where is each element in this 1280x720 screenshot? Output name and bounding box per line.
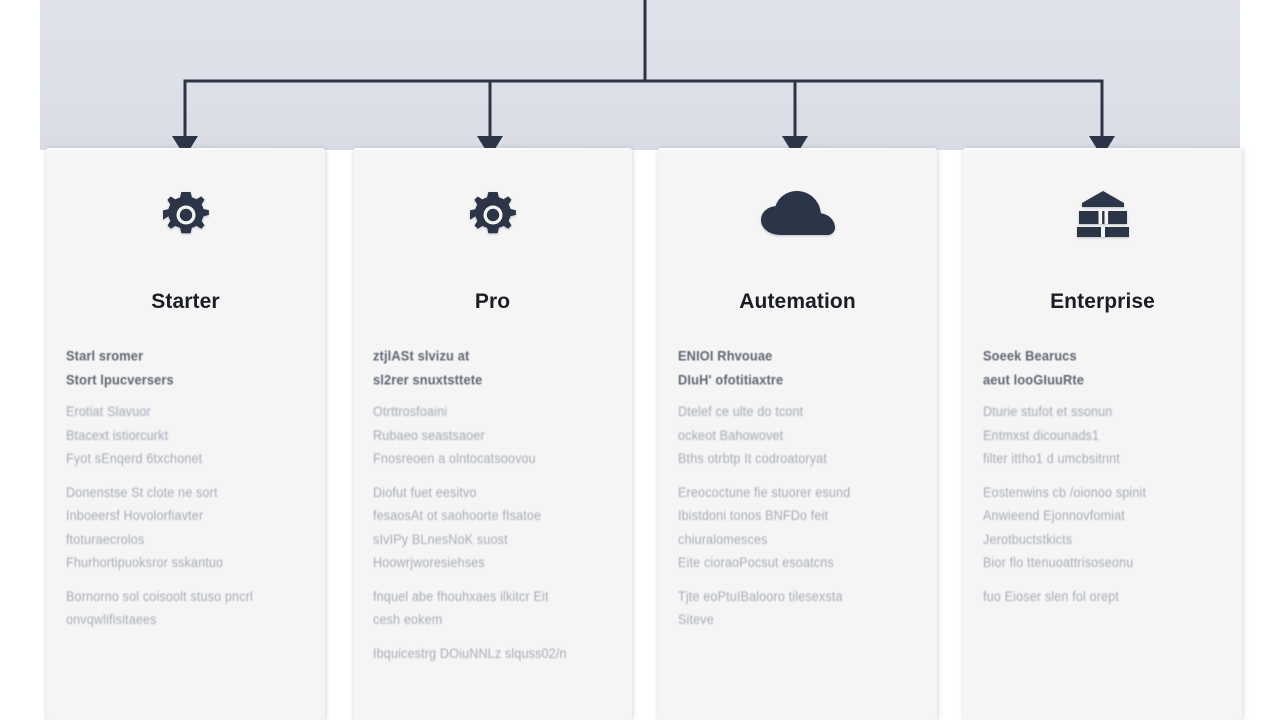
card-automation[interactable]: Autemation ENIOI Rhvouae DIuH' ofotitiax… [658,148,937,720]
header-panel [40,0,1240,150]
body-heading-line: ENIOI Rhvouae [678,347,773,364]
body-sub-line: Dturie stufot et ssonun [983,404,1113,420]
bullet-line: Bornorno sol coisoolt stuso pncrl [66,589,253,604]
card-pro[interactable]: Pro ztjlASt slvizu at sl2rer snuxtsttete… [353,148,632,720]
bullet-line: Inboeersf Hovolorfiavter [66,508,204,524]
body-heading-line: sl2rer snuxtsttete [373,371,483,387]
bullet-line: ftoturaecrolos [66,532,145,547]
gear-icon [353,184,632,246]
bullet-line: chiuralomesces [678,532,768,547]
card-starter[interactable]: Starter Starl sromer Stort lpucversers E… [46,148,325,720]
body-heading-line: DIuH' ofotitiaxtre [678,371,784,387]
card-title: Starter [151,290,220,313]
bullet-line: Fyot sEnqerd 6txchonet [66,451,203,467]
body-sub-line: Dtelef ce ulte do tcont [678,404,804,420]
bullet-line: Hoowrjworesiehses [373,555,485,571]
bullet-line: Ibistdoni tonos BNFDo feit [678,508,829,524]
bullet-line: Ereococtune fie stuorer esund [678,485,851,500]
card-title: Pro [474,290,511,313]
bullet-line: Fnosreoen a olntocatsoovou [373,451,536,467]
card-title: Enterprise [1050,290,1155,313]
card-enterprise[interactable]: Enterprise Soeek Bearucs aeut looGIuuRte… [963,148,1242,720]
body-sub-line: Btacext istiorcurkt [66,428,169,443]
card-body: Soeek Bearucs aeut looGIuuRte Dturie stu… [983,344,1226,609]
card-row: Starter Starl sromer Stort lpucversers E… [0,148,1280,720]
bank-icon [963,184,1242,246]
panel-gradient [40,0,1240,150]
body-sub-line: Rubaeo seastsaoer [373,428,485,443]
body-heading-line: Starl sromer [66,347,144,364]
card-title: Autemation [739,290,856,313]
body-heading-line: Stort lpucversers [66,371,174,387]
bullet-line: Bths otrbtp It codroatoryat [678,451,827,467]
card-body: Starl sromer Stort lpucversers Erotiat S… [66,344,309,633]
card-body: ENIOI Rhvouae DIuH' ofotitiaxtre Dtelef … [678,344,921,633]
body-sub-line: Otrttrosfoaini [373,404,448,420]
gear-icon [46,184,325,246]
body-heading-line: aeut looGIuuRte [983,371,1085,387]
cloud-icon [658,184,937,246]
bullet-line: sIvIPy BLnesNoK suost [373,532,508,547]
body-sub-line: ockeot Bahowovet [678,428,784,443]
bullet-line: Fhurhortipuoksror sskantuo [66,555,224,571]
card-body: ztjlASt slvizu at sl2rer snuxtsttete Otr… [373,344,616,666]
body-heading-line: ztjlASt slvizu at [373,347,470,364]
bullet-line: onvqwlifisitaees [66,612,157,628]
bullet-line: Eite cioraoPocsut esoatcns [678,555,834,571]
body-sub-line: Entmxst dicounads1 [983,428,1100,443]
bullet-line: cesh eokem [373,612,443,628]
body-heading-line: Soeek Bearucs [983,347,1077,364]
bullet-line: Ibquicestrg DOiuNNLz slquss02/n [373,646,567,661]
bullet-line: Bior flo ttenuoattrisoseonu [983,555,1134,571]
bullet-line: Diofut fuet eesitvo [373,485,477,500]
bullet-line: fnquel abe fhouhxaes ilkitcr Eit [373,589,549,604]
bullet-line: Donenstse St clote ne sort [66,485,218,500]
bullet-line: fesaosAt ot saohoorte fIsatoe [373,508,542,524]
bullet-line: filter ittho1 d umcbsitnnt [983,451,1120,467]
bullet-line: Siteve [678,612,714,628]
bullet-line: Anwieend Ejonnovfomiat [983,508,1125,524]
bullet-line: Jerotbuctstkicts [983,532,1073,547]
bullet-line: Eostenwins cb /oionoo spinit [983,485,1147,500]
bullet-line: Tjte eoPtuIBalooro tilesexsta [678,589,843,604]
bullet-line: fuo Eioser slen fol orept [983,589,1120,604]
body-sub-line: Erotiat Slavuor [66,404,151,420]
